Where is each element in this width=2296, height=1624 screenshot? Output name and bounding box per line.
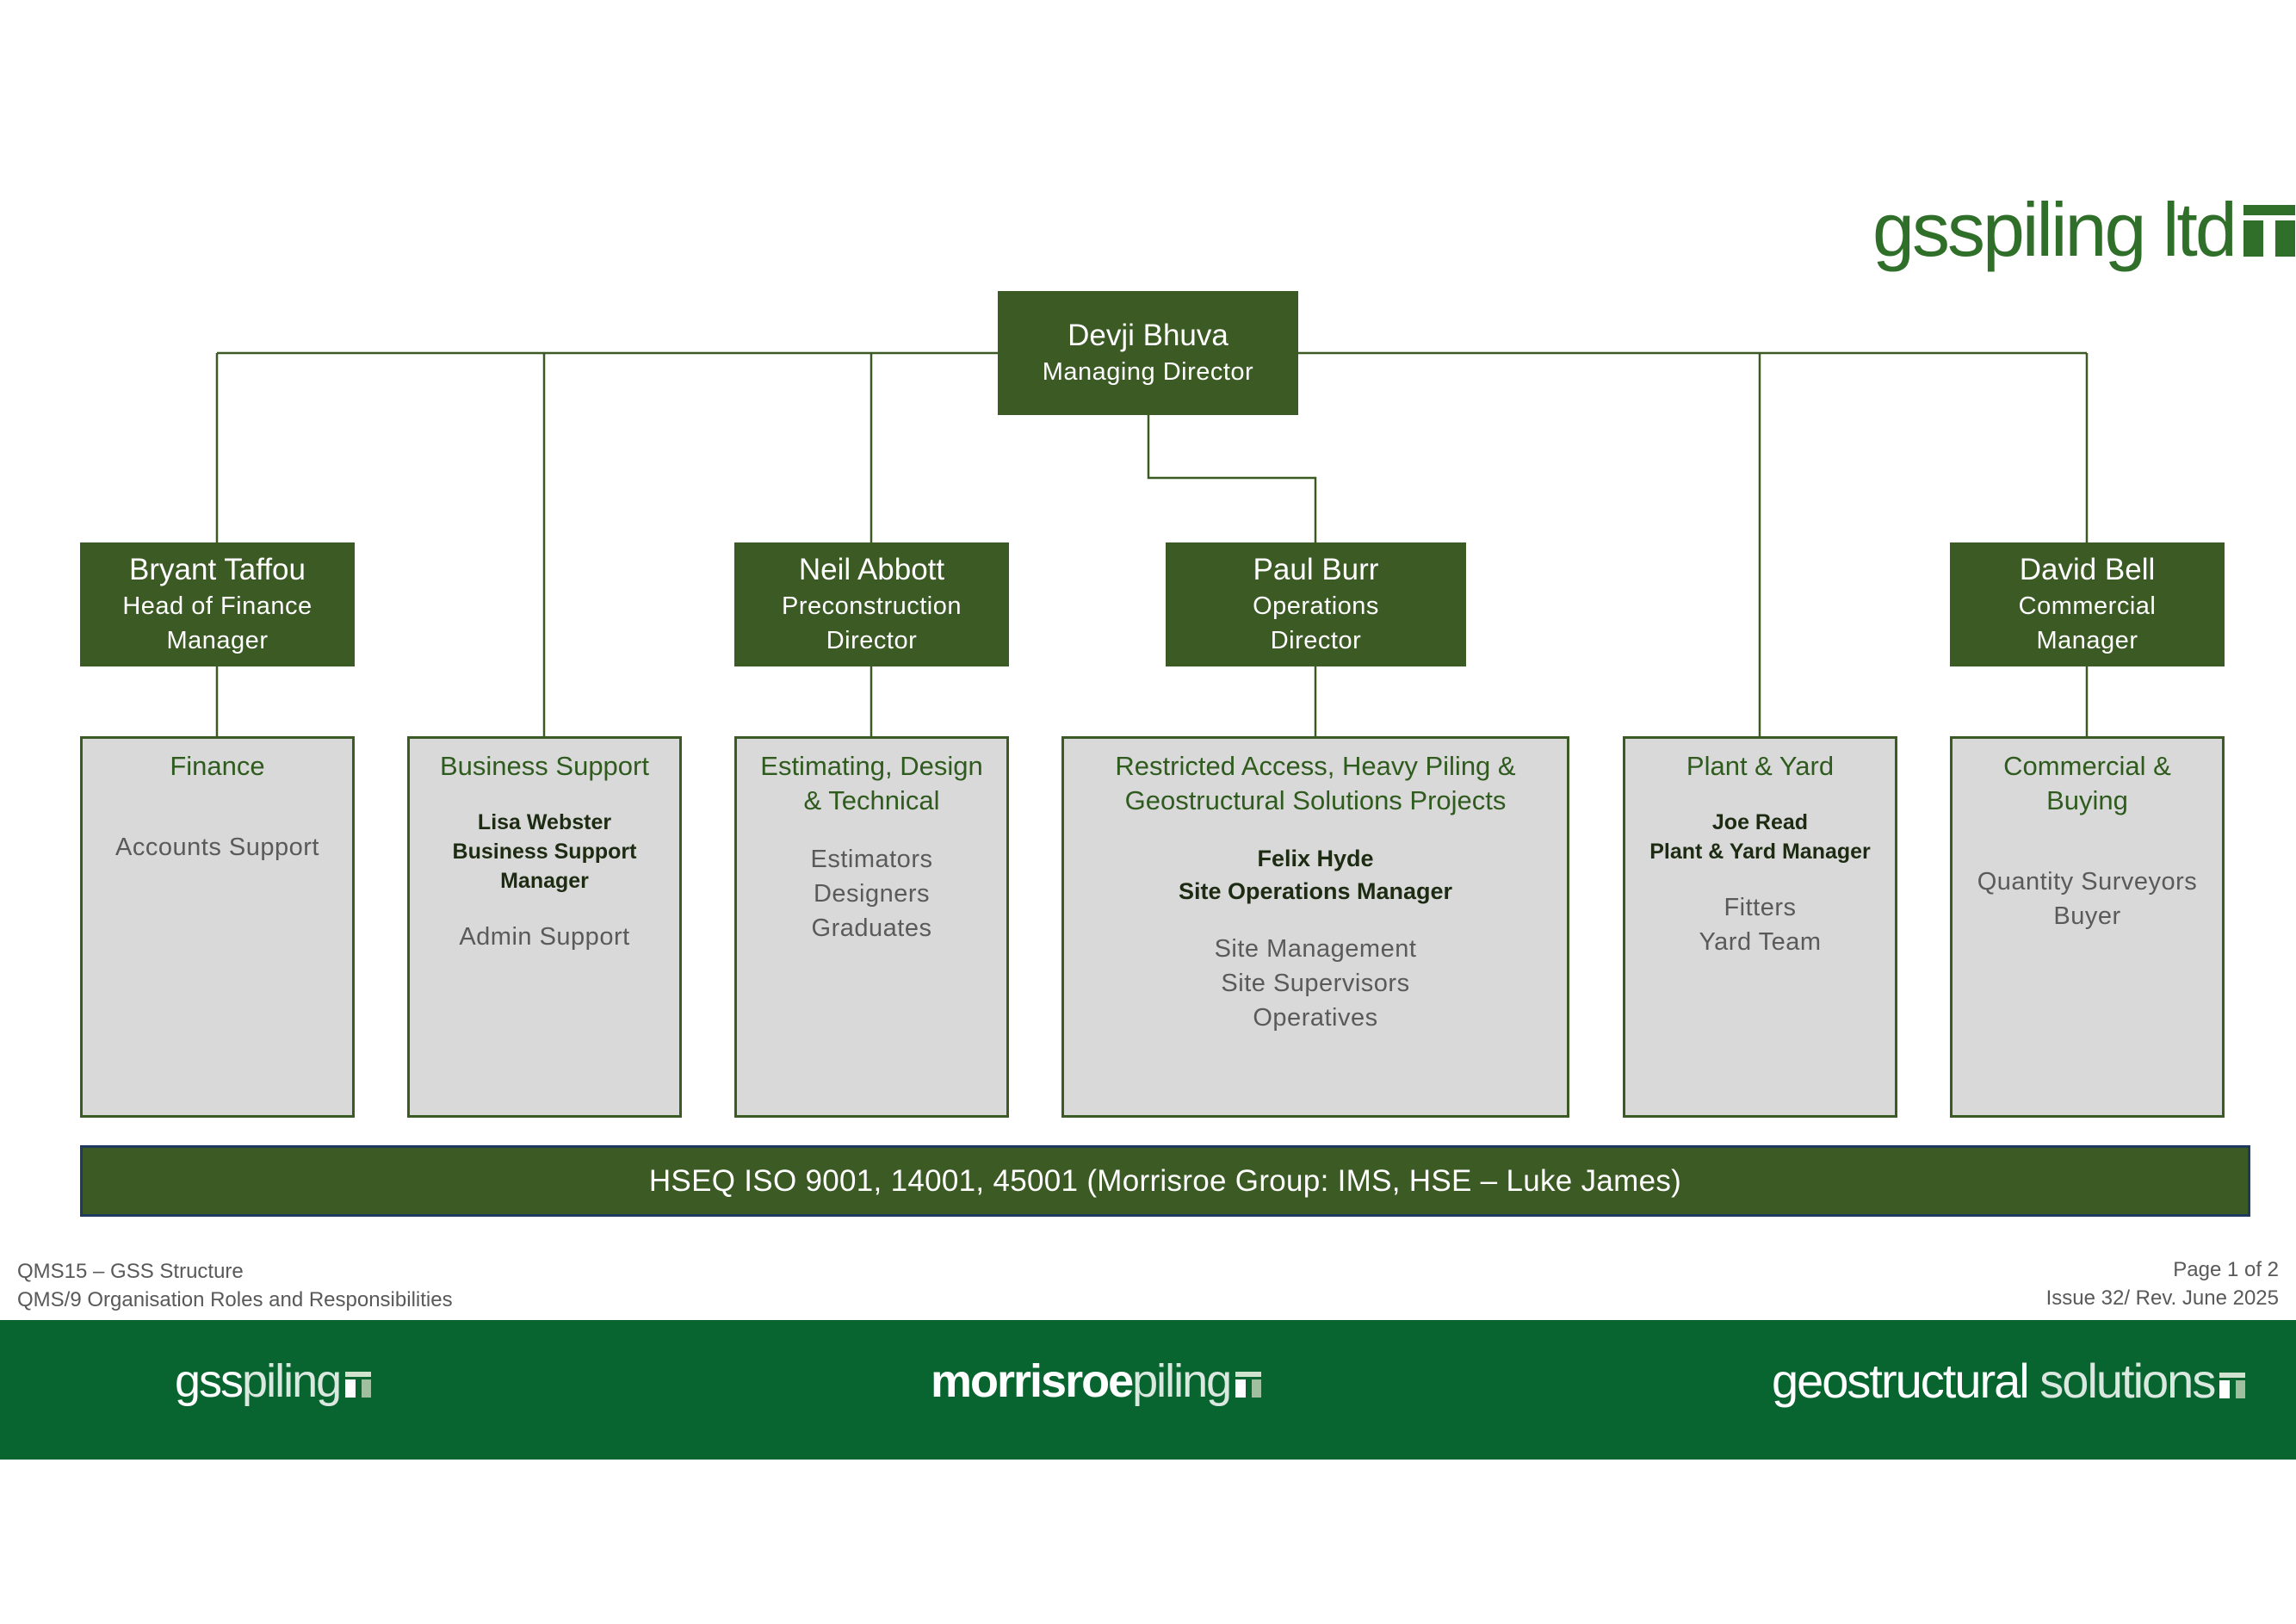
- page-number: Page 1 of 2: [2173, 1258, 2279, 1281]
- person-name: David Bell: [2019, 553, 2156, 586]
- person-name: Bryant Taffou: [129, 553, 306, 586]
- person-role: Preconstruction: [782, 592, 962, 620]
- department-lead: Manager: [500, 869, 589, 893]
- department-projects: Restricted Access, Heavy Piling & Geostr…: [1061, 736, 1569, 1118]
- team-member: Buyer: [2053, 902, 2121, 930]
- logo-text-light: piling: [242, 1355, 342, 1407]
- team-member: Admin Support: [459, 923, 630, 951]
- person-role: Director: [826, 627, 918, 654]
- department-title: Geostructural Solutions Projects: [1124, 785, 1507, 815]
- head-of-finance-box: Bryant Taffou Head of Finance Manager: [80, 542, 355, 666]
- person-role: Director: [1270, 627, 1362, 654]
- issue-revision: Issue 32/ Rev. June 2025: [2045, 1286, 2279, 1310]
- gsspiling-ltd-logo: gsspiling ltd: [1872, 191, 2295, 269]
- person-role: Head of Finance: [122, 592, 313, 620]
- team-member: Graduates: [811, 914, 932, 942]
- department-lead: Joe Read: [1711, 810, 1809, 834]
- team-member: Accounts Support: [115, 834, 319, 861]
- person-role: Commercial: [2018, 592, 2157, 620]
- department-title: Business Support: [440, 751, 649, 781]
- person-role: Managing Director: [1042, 358, 1254, 386]
- document-info: QMS15 – GSS Structure QMS/9 Organisation…: [17, 1257, 453, 1314]
- person-name: Neil Abbott: [798, 553, 945, 586]
- person-role: Manager: [166, 627, 269, 654]
- commercial-manager-box: David Bell Commercial Manager: [1950, 542, 2225, 666]
- document-title: QMS/9 Organisation Roles and Responsibil…: [17, 1288, 453, 1311]
- department-estimating-design-technical: Estimating, Design & Technical Estimator…: [734, 736, 1009, 1118]
- department-lead: Lisa Webster: [477, 810, 612, 834]
- page-info: Page 1 of 2 Issue 32/ Rev. June 2025: [2046, 1255, 2279, 1312]
- connector-line: [1147, 415, 1317, 542]
- team-member: Estimators: [810, 846, 933, 873]
- department-title: Estimating, Design: [760, 751, 983, 781]
- managing-director-box: Devji Bhuva Managing Director: [998, 291, 1298, 415]
- department-title: Restricted Access, Heavy Piling &: [1115, 751, 1516, 781]
- team-member: Site Management: [1214, 935, 1417, 963]
- hseq-banner-text: HSEQ ISO 9001, 14001, 45001 (Morrisroe G…: [648, 1163, 1682, 1198]
- department-title: Buying: [2046, 785, 2128, 815]
- brand-mark-icon: [2219, 1373, 2246, 1398]
- document-reference: QMS15 – GSS Structure: [17, 1260, 244, 1283]
- person-role: Operations: [1253, 592, 1379, 620]
- brand-mark-icon: [1235, 1372, 1262, 1398]
- department-lead: Plant & Yard Manager: [1649, 840, 1871, 864]
- person-name: Paul Burr: [1253, 553, 1379, 586]
- team-member: Site Supervisors: [1221, 970, 1410, 997]
- department-lead: Felix Hyde: [1257, 846, 1374, 871]
- department-finance: Finance Accounts Support: [80, 736, 355, 1118]
- brand-mark-icon: [2243, 205, 2295, 257]
- department-plant-yard: Plant & Yard Joe Read Plant & Yard Manag…: [1623, 736, 1897, 1118]
- hseq-banner: HSEQ ISO 9001, 14001, 45001 (Morrisroe G…: [80, 1145, 2250, 1217]
- person-name: Devji Bhuva: [1068, 319, 1228, 352]
- department-title: Finance: [170, 751, 265, 781]
- person-role: Manager: [2036, 627, 2138, 654]
- team-member: Fitters: [1724, 894, 1797, 921]
- preconstruction-director-box: Neil Abbott Preconstruction Director: [734, 542, 1009, 666]
- department-title: & Technical: [803, 785, 940, 815]
- department-business-support: Business Support Lisa Webster Business S…: [407, 736, 682, 1118]
- operations-director-box: Paul Burr Operations Director: [1166, 542, 1466, 666]
- department-lead: Business Support: [452, 840, 637, 864]
- team-member: Operatives: [1253, 1004, 1378, 1032]
- logo-text-light: piling: [1132, 1355, 1232, 1407]
- department-commercial-buying: Commercial & Buying Quantity Surveyors B…: [1950, 736, 2225, 1118]
- team-member: Yard Team: [1699, 928, 1822, 956]
- logo-text-bold: morrisroe: [931, 1355, 1134, 1407]
- logo-text-bold: geostructural: [1772, 1354, 2030, 1408]
- team-member: Designers: [813, 880, 931, 908]
- brand-mark-icon: [345, 1372, 372, 1398]
- department-lead: Site Operations Manager: [1178, 878, 1453, 904]
- department-title: Commercial &: [2003, 751, 2171, 781]
- geostructural-solutions-logo: geostructural solutions: [1772, 1353, 2246, 1409]
- team-member: Quantity Surveyors: [1977, 868, 2198, 896]
- header-logo-text: gsspiling ltd: [1872, 187, 2237, 272]
- logo-text-light: solutions: [2027, 1354, 2216, 1408]
- logo-text-bold: gss: [175, 1355, 244, 1407]
- department-title: Plant & Yard: [1686, 751, 1835, 781]
